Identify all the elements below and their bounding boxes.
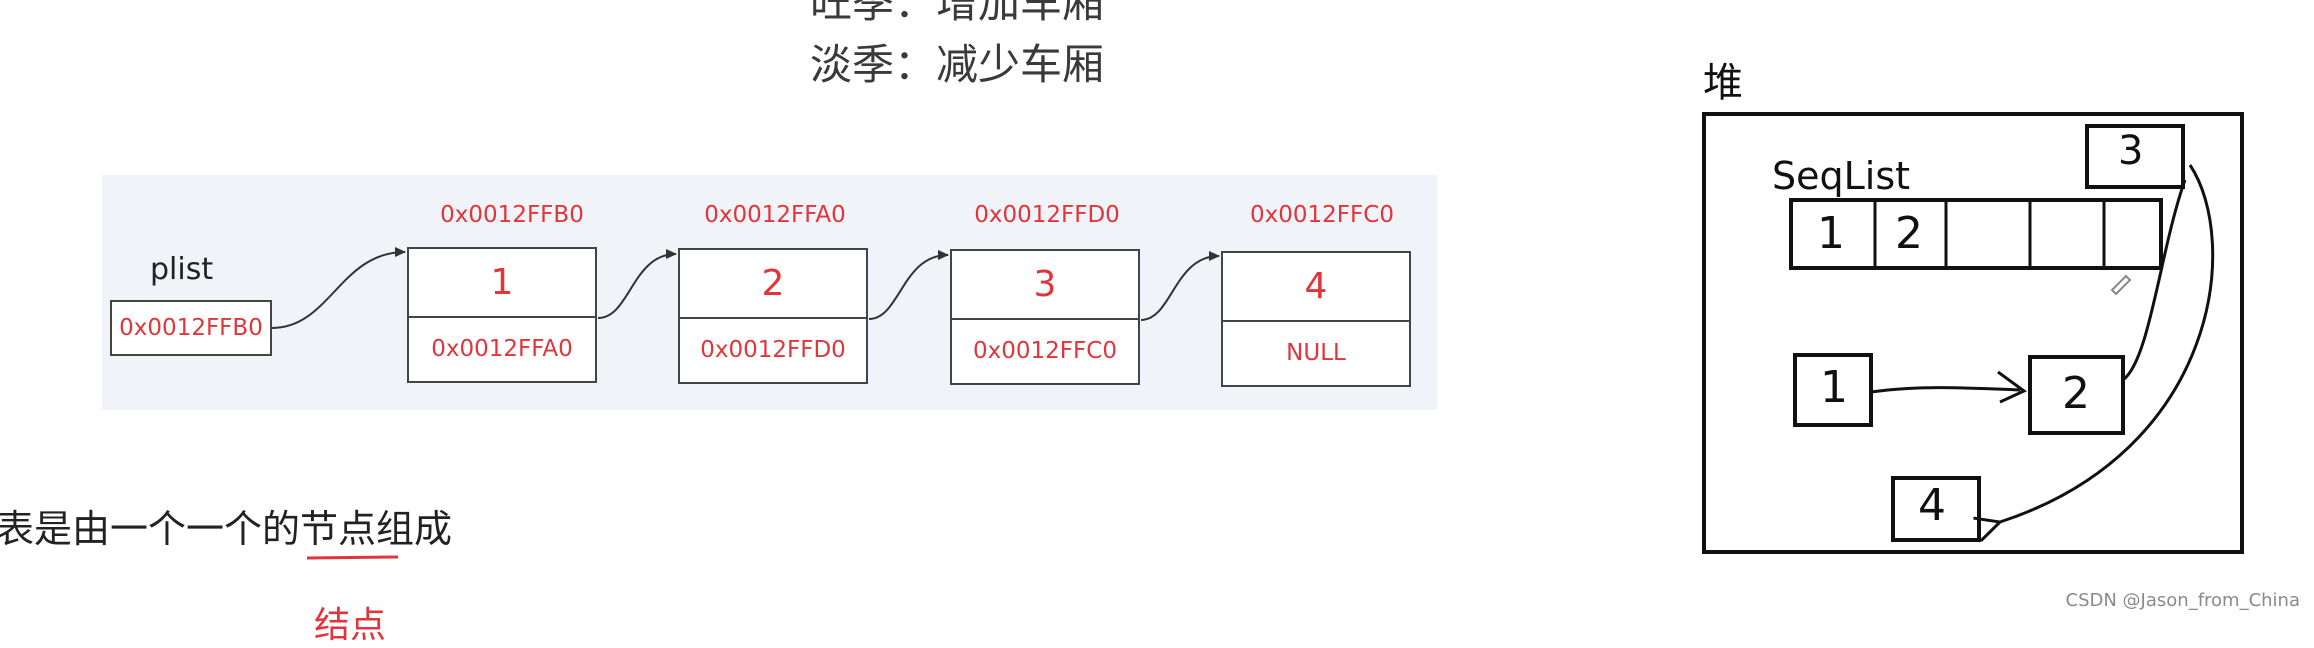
heap-node-c [1891, 476, 1981, 542]
pencil-icon [2110, 274, 2132, 296]
seqlist-label: SeqList [1772, 154, 1911, 198]
heap-node-a [1793, 353, 1873, 427]
arrow-plist-to-node1 [271, 247, 406, 329]
list-node-2: 2 0x0012FFD0 [678, 248, 868, 384]
node-4-next: NULL [1286, 339, 1346, 366]
heap-frame [1702, 112, 2244, 554]
arrow-node2-to-node3 [868, 250, 949, 320]
node-2-next: 0x0012FFD0 [700, 336, 846, 363]
node-1-value: 1 [409, 249, 595, 318]
heap-top-box [2085, 124, 2185, 189]
red-underline [306, 555, 399, 560]
seqlist-cell-2: 2 [1895, 208, 1923, 259]
linked-list-arrows [271, 112, 2244, 560]
heap-node-c-value: 4 [1918, 480, 1946, 531]
list-node-3: 3 0x0012FFC0 [950, 249, 1140, 385]
heap-node-a-value: 1 [1820, 362, 1848, 413]
heap-node-b-value: 2 [2062, 368, 2090, 419]
node-2-address: 0x0012FFA0 [704, 202, 846, 228]
bottom-annotation: 结点 [314, 605, 387, 646]
arrow-node-a-to-b [1870, 386, 2021, 394]
node-3-next: 0x0012FFC0 [973, 337, 1117, 364]
heap-node-b [2028, 355, 2125, 435]
list-node-1: 1 0x0012FFA0 [407, 247, 597, 383]
arrow-node-b-to-topbox [2122, 179, 2187, 382]
heap-title: 堆 [1703, 60, 1743, 106]
list-node-4: 4 NULL [1221, 251, 1411, 387]
top-text-line1: 旺季：增加车厢 [810, 0, 1105, 27]
top-text-line2: 淡季：减少车厢 [810, 40, 1105, 89]
node-4-address: 0x0012FFC0 [1250, 202, 1394, 228]
heap-top-box-value: 3 [2118, 128, 2144, 174]
node-1-next: 0x0012FFA0 [431, 335, 573, 362]
seqlist-array [1789, 198, 2163, 270]
node-4-value: 4 [1223, 253, 1409, 322]
node-2-value: 2 [680, 250, 866, 319]
node-1-address: 0x0012FFB0 [440, 202, 584, 228]
arrow-node3-to-node4 [1140, 251, 1220, 321]
node-3-value: 3 [952, 251, 1138, 320]
plist-pointer-box: 0x0012FFB0 [110, 300, 272, 356]
node-3-address: 0x0012FFD0 [974, 202, 1120, 228]
seqlist-cell-1: 1 [1817, 208, 1845, 259]
arrow-node1-to-node2 [597, 249, 677, 319]
watermark: CSDN @Jason_from_China [2065, 590, 2300, 611]
plist-label: plist [150, 252, 214, 287]
arrow-topbox-to-node-c [2000, 164, 2215, 522]
bottom-sentence: 表是由一个一个的节点组成 [0, 507, 453, 551]
